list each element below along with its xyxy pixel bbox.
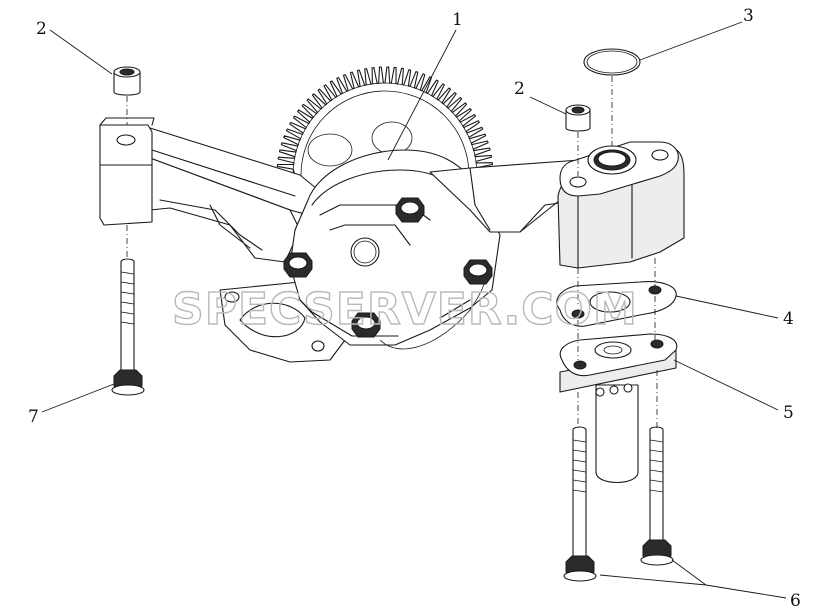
flange-bolt-left (563, 426, 597, 582)
callout-7: 7 (28, 407, 39, 427)
leader-lines (41, 21, 787, 599)
watermark-text: SPECSERVER.COM (172, 284, 638, 335)
callout-2-right: 2 (514, 79, 525, 99)
left-mounting-arm (99, 117, 329, 263)
callout-6: 6 (790, 591, 801, 611)
dowel-sleeve-left (113, 66, 141, 96)
callout-5: 5 (783, 403, 794, 423)
center-lines (126, 76, 658, 428)
o-ring (583, 48, 641, 76)
flange-adapter (559, 333, 678, 483)
flange-bolt-right (640, 426, 674, 566)
pump-body (289, 149, 501, 350)
callout-4: 4 (783, 309, 794, 329)
callout-2-left: 2 (36, 19, 47, 39)
gasket (556, 281, 677, 327)
callout-1: 1 (452, 10, 463, 30)
dowel-sleeve-right (565, 104, 591, 132)
body-bolts (283, 197, 493, 338)
mounting-bolt (111, 258, 145, 396)
callout-3: 3 (743, 6, 754, 26)
outlet-block (557, 141, 685, 269)
